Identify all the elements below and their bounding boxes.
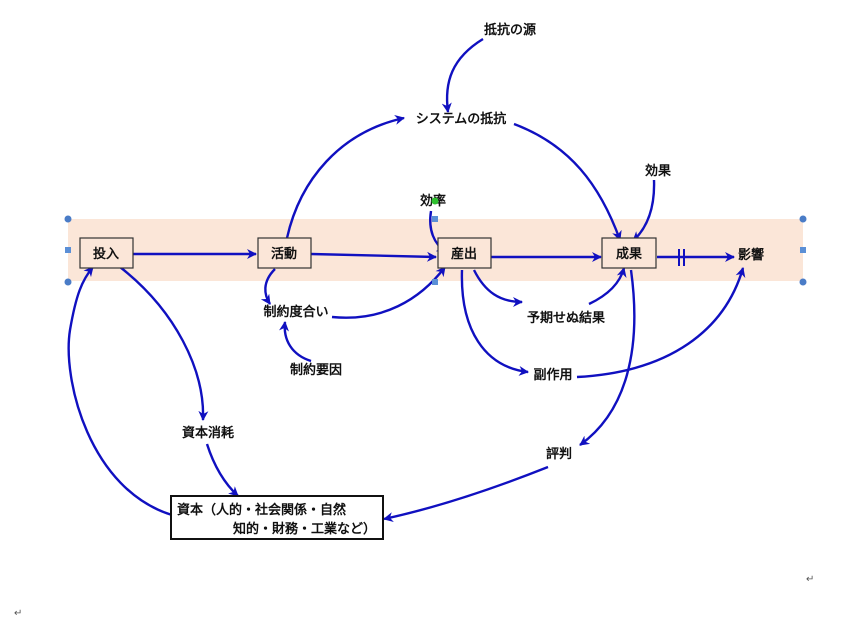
node-reputation[interactable]: 評判 bbox=[546, 446, 572, 462]
paragraph-mark-right: ↵ bbox=[806, 574, 814, 585]
delay-mark bbox=[678, 249, 685, 266]
handle-bottom-right[interactable] bbox=[799, 278, 807, 286]
node-output-label: 産出 bbox=[451, 246, 477, 262]
handle-bottom-center[interactable] bbox=[432, 279, 438, 285]
edge-constraint-factor-to-constraint-degree bbox=[279, 321, 312, 363]
edge-constraint-degree-to-output bbox=[331, 266, 446, 319]
edge-output-to-side-effect bbox=[460, 269, 529, 376]
node-unexpected-result[interactable]: 予期せぬ結果 bbox=[527, 310, 605, 326]
edges bbox=[67, 37, 746, 522]
edge-system-resistance-to-outcome bbox=[513, 122, 622, 241]
process-band[interactable] bbox=[68, 219, 803, 281]
handle-top-left[interactable] bbox=[64, 215, 72, 223]
edge-activity-to-output bbox=[310, 251, 437, 262]
edge-effect-to-outcome bbox=[632, 179, 656, 242]
node-system-resistance[interactable]: システムの抵抗 bbox=[416, 111, 507, 127]
node-side-effect[interactable]: 副作用 bbox=[533, 367, 572, 383]
selection-handles[interactable] bbox=[64, 197, 807, 286]
node-input-label: 投入 bbox=[93, 246, 119, 262]
edge-outcome-to-reputation bbox=[579, 269, 636, 446]
edge-activity-to-constraint-degree bbox=[260, 268, 276, 305]
handle-middle-right[interactable] bbox=[800, 247, 806, 253]
edge-reputation-to-capital bbox=[383, 465, 549, 522]
node-capital-line2: 知的・財務・工業など） bbox=[233, 521, 376, 537]
edge-input-to-capital-consumption bbox=[119, 266, 209, 421]
node-input[interactable]: 投入 bbox=[79, 237, 134, 269]
node-activity[interactable]: 活動 bbox=[257, 237, 312, 269]
edge-activity-to-system-resistance bbox=[285, 115, 405, 239]
paragraph-mark-left: ↵ bbox=[14, 608, 22, 617]
handle-middle-left[interactable] bbox=[65, 247, 71, 253]
node-resistance-source[interactable]: 抵抗の源 bbox=[484, 22, 536, 38]
handle-rotate[interactable] bbox=[431, 197, 439, 205]
node-activity-label: 活動 bbox=[271, 246, 297, 262]
handle-top-center[interactable] bbox=[432, 216, 438, 222]
node-constraint-factor[interactable]: 制約要因 bbox=[290, 362, 342, 378]
node-capital[interactable]: 資本（人的・社会関係・自然 知的・財務・工業など） bbox=[170, 495, 384, 540]
node-effect[interactable]: 効果 bbox=[645, 163, 671, 179]
edge-output-to-unexpected-result bbox=[472, 269, 523, 307]
node-constraint-degree[interactable]: 制約度合い bbox=[263, 304, 328, 320]
edge-capital-to-input bbox=[67, 266, 173, 517]
node-capital-consumption[interactable]: 資本消耗 bbox=[182, 425, 234, 441]
node-capital-line1: 資本（人的・社会関係・自然 bbox=[177, 502, 346, 518]
edge-unexpected-result-to-outcome bbox=[588, 267, 627, 306]
node-outcome[interactable]: 成果 bbox=[601, 237, 657, 269]
edge-resistance-source-to-system-resistance bbox=[441, 37, 484, 113]
edge-side-effect-to-impact bbox=[576, 267, 746, 379]
handle-top-right[interactable] bbox=[799, 215, 807, 223]
node-outcome-label: 成果 bbox=[616, 246, 642, 262]
node-impact[interactable]: 影響 bbox=[738, 247, 764, 263]
node-output[interactable]: 産出 bbox=[437, 237, 492, 269]
handle-bottom-left[interactable] bbox=[64, 278, 72, 286]
edge-capital-consumption-to-capital bbox=[205, 443, 239, 497]
